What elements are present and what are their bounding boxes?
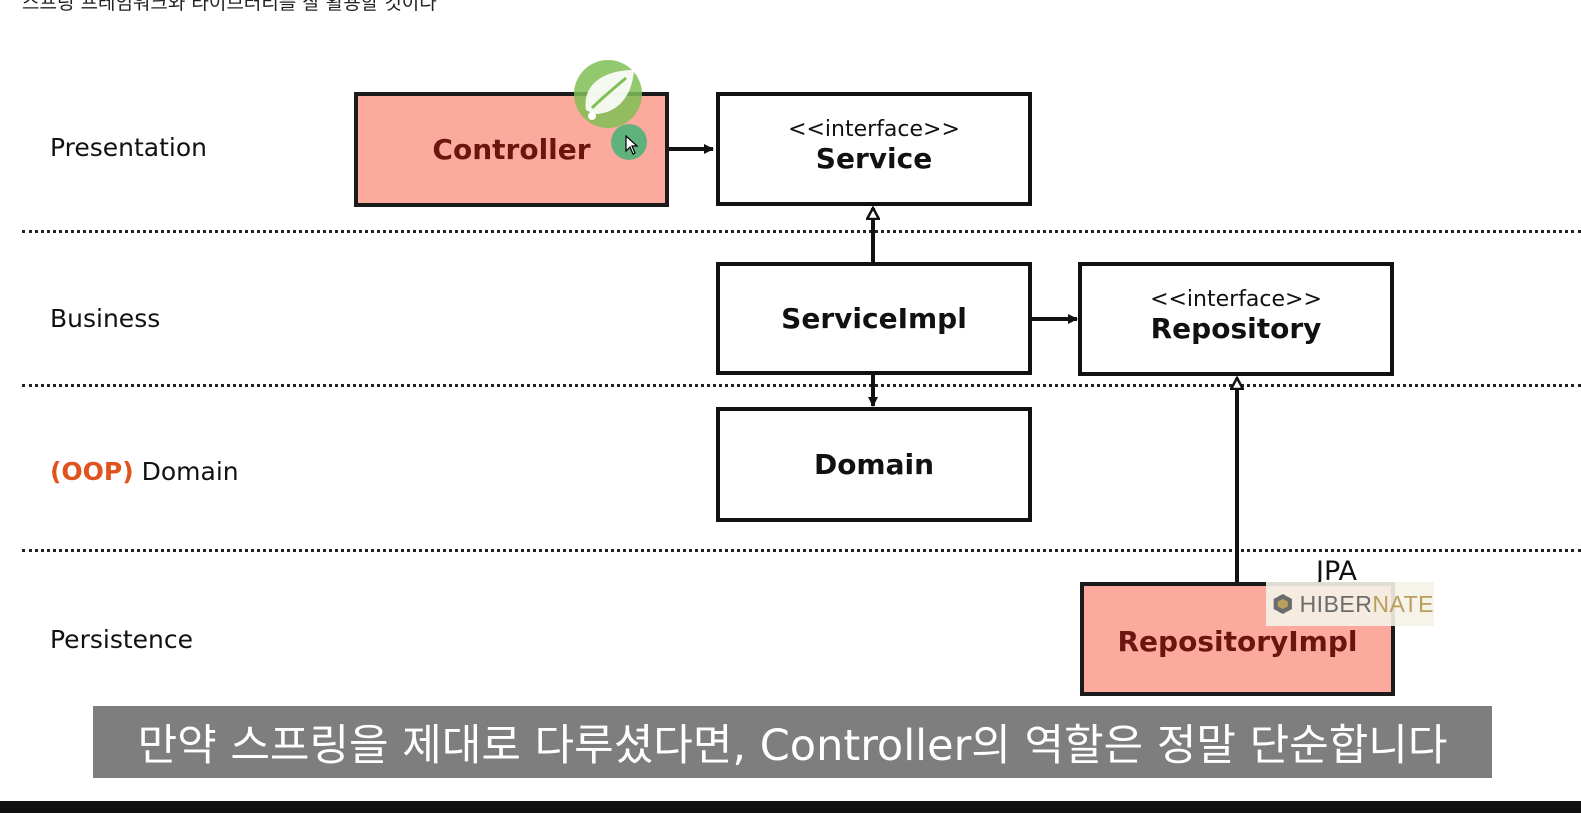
layer-divider [22, 549, 1581, 552]
hibernate-icon [1273, 594, 1292, 614]
jpa-label: JPA [1316, 556, 1357, 587]
layer-label-presentation: Presentation [50, 133, 208, 162]
service-stereotype: <<interface>> [788, 117, 960, 142]
domain-title: Domain [813, 447, 935, 481]
service-title: Service [815, 142, 933, 175]
repositoryimpl-title: RepositoryImpl [1117, 625, 1358, 658]
hibernate-logo: HIBERNATE [1266, 582, 1434, 626]
domain-box: Domain [716, 407, 1032, 522]
serviceimpl-box: ServiceImpl [716, 262, 1032, 375]
repository-title: Repository [1150, 312, 1322, 345]
layer-divider [22, 384, 1581, 387]
controller-title: Controller [432, 132, 591, 166]
video-subtitle: 만약 스프링을 제대로 다루셨다면, Controller의 역할은 정말 단순… [93, 706, 1492, 778]
service-box: <<interface>> Service [716, 92, 1032, 206]
layer-label-persistence: Persistence [50, 625, 193, 654]
repository-box: <<interface>> Repository [1078, 262, 1394, 376]
bottom-border [0, 801, 1581, 813]
spring-leaf-icon [574, 60, 642, 128]
layer-label-domain: (OOP) Domain [50, 457, 239, 486]
header-fragment: 스프링 프레임워크와 라이브러리를 잘 활용할 것이다 [22, 0, 437, 14]
hibernate-wordmark: HIBERNATE [1299, 590, 1434, 617]
layer-divider [22, 230, 1581, 233]
oop-tag: (OOP) [50, 457, 134, 486]
domain-layer-text: Domain [141, 457, 239, 486]
layer-label-business: Business [50, 304, 161, 333]
repository-stereotype: <<interface>> [1150, 287, 1322, 312]
mouse-cursor-icon [625, 135, 639, 155]
serviceimpl-title: ServiceImpl [781, 301, 967, 335]
